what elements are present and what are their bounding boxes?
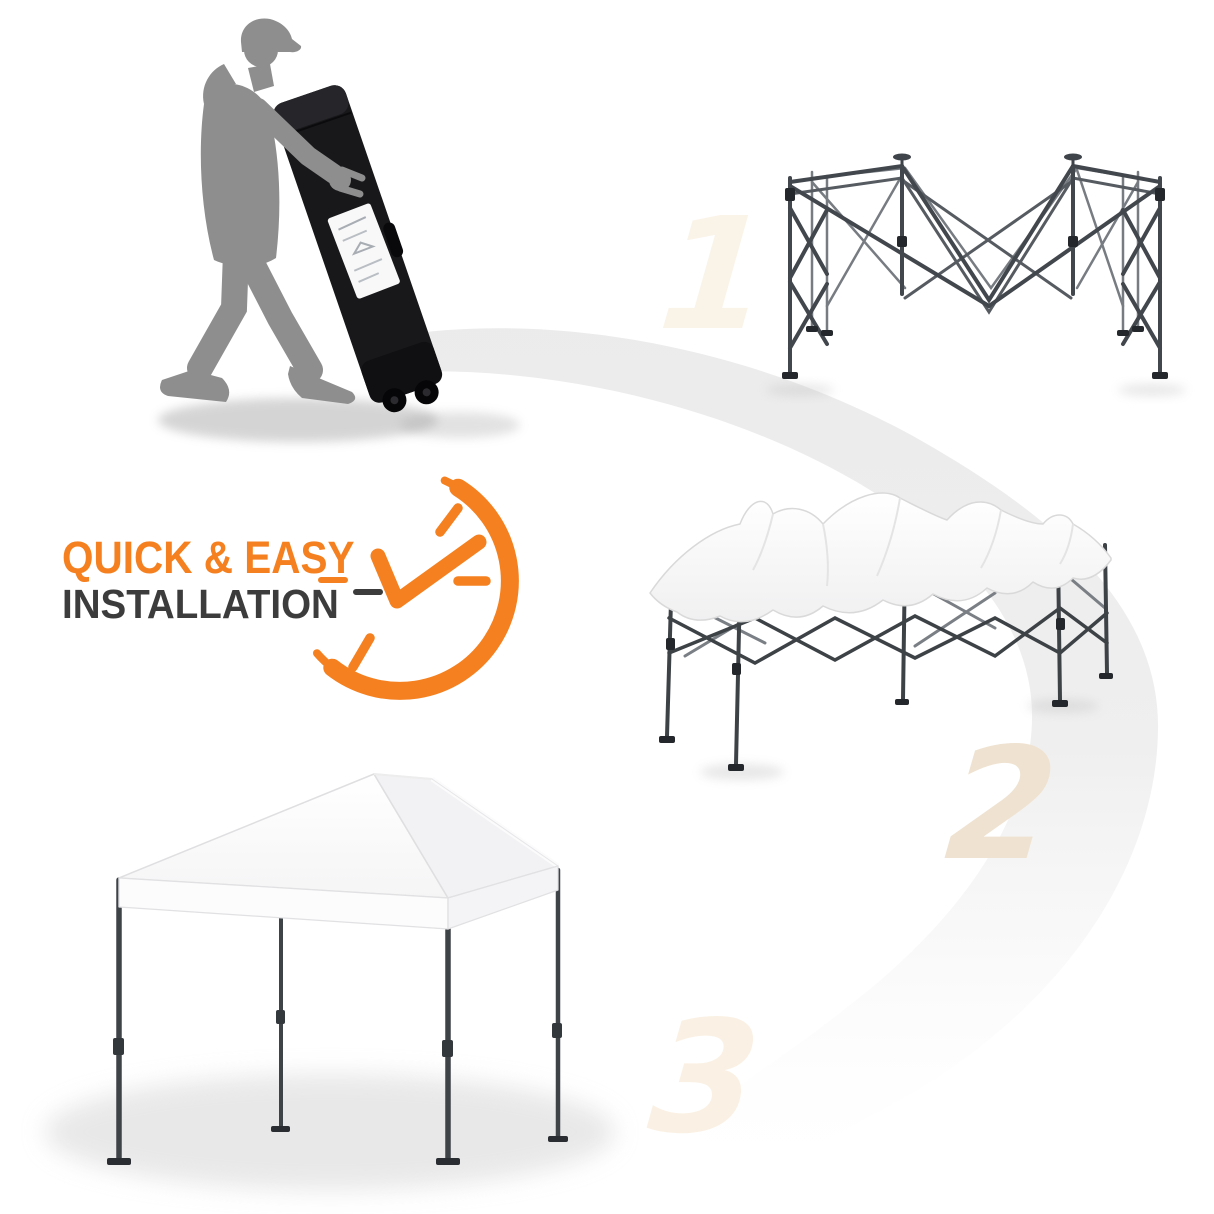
bag-instruction-label bbox=[327, 203, 400, 299]
bag-shadow bbox=[400, 412, 520, 438]
tent-roof bbox=[118, 773, 560, 899]
tent-feet bbox=[107, 1126, 568, 1165]
tent-valance bbox=[118, 865, 559, 930]
frame-feet bbox=[782, 188, 1168, 379]
frame2-shadow-left bbox=[700, 764, 784, 780]
tent-legs bbox=[116, 867, 561, 1161]
step-number-3: 3 bbox=[643, 987, 767, 1168]
person-carrying-bag-illustration bbox=[160, 18, 443, 413]
person-arm bbox=[248, 98, 366, 198]
unfolded-frame-illustration bbox=[782, 153, 1168, 379]
headline-line1: QUICK & EASY bbox=[62, 532, 355, 583]
frame2-feet bbox=[659, 618, 1113, 771]
person-shadow bbox=[158, 398, 438, 442]
step-number-1: 1 bbox=[653, 184, 777, 365]
frame-front-bars bbox=[788, 163, 1162, 374]
check-mark bbox=[370, 534, 487, 609]
person-silhouette bbox=[160, 18, 356, 404]
draped-canopy-fabric bbox=[649, 492, 1112, 623]
headline-dark-dash bbox=[353, 589, 383, 595]
frame-inner-rails bbox=[788, 176, 1162, 315]
assembled-tent-illustration bbox=[107, 773, 568, 1165]
tent-leg-collars bbox=[113, 1010, 562, 1057]
headline-accent-dash bbox=[318, 577, 348, 583]
frame-shadow-right bbox=[1118, 384, 1186, 396]
clock-check-icon bbox=[313, 476, 519, 700]
tent-shadow bbox=[45, 1074, 615, 1190]
headline-line2: INSTALLATION bbox=[62, 581, 339, 627]
person-cap bbox=[240, 18, 302, 53]
bag-side-handle bbox=[383, 222, 404, 258]
frame-with-fabric-illustration bbox=[649, 492, 1113, 771]
frame-shadow-left bbox=[766, 384, 834, 396]
frame-peak-caps bbox=[893, 153, 1082, 166]
fabric-folds bbox=[752, 497, 1074, 587]
